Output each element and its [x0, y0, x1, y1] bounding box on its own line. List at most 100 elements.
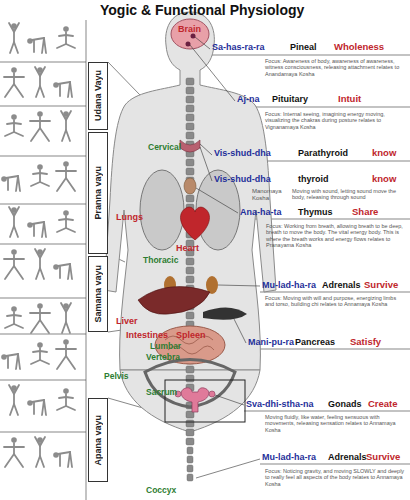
yoga-pose-figure [1, 176, 20, 191]
focus-note: Moving fluidly, like water, feeling sens… [265, 414, 405, 433]
pose-head [37, 111, 43, 117]
pose-limb [57, 406, 75, 410]
quality-word: Survive [364, 280, 398, 291]
leader-line [200, 144, 212, 155]
spine-label: Sacrum [146, 388, 177, 398]
vertebra-segment [186, 258, 194, 265]
gland-name: thyroid [298, 174, 329, 184]
pose-limb [31, 128, 49, 141]
thymus-gland [184, 178, 196, 194]
section-rule [0, 298, 86, 299]
yoga-pose-figure [30, 111, 50, 141]
vayu-name: Samana vayu [93, 265, 103, 323]
pose-limb [10, 42, 18, 53]
yoga-pose-figure [61, 111, 71, 141]
pose-limb [5, 266, 23, 279]
pose-head [37, 342, 43, 348]
pose-limb [9, 23, 19, 32]
pose-head [63, 26, 69, 32]
pose-limb [31, 320, 49, 333]
vayu-name: Udana Vayu [93, 70, 103, 121]
pose-limb [5, 84, 23, 97]
pose-limb [7, 123, 21, 124]
vertebra-segment [186, 132, 194, 139]
vertebra-segment [186, 267, 194, 274]
vertebra-segment [187, 447, 193, 454]
pose-limb [16, 354, 18, 369]
pose-limb [16, 176, 18, 191]
spine-label: Lumbar [150, 342, 181, 352]
vertebra-segment [187, 465, 193, 472]
pineal-gland [191, 34, 196, 39]
pose-limb [39, 309, 41, 320]
yoga-pose-figure [5, 114, 23, 136]
pose-limb [65, 216, 67, 228]
spine-label: Vertebra [146, 353, 180, 363]
yoga-pose-figure [57, 388, 75, 410]
pose-limb [56, 348, 76, 350]
gland-name: Thymus [298, 207, 333, 217]
pose-limb [4, 258, 24, 260]
pose-head [11, 249, 17, 255]
quality-word: know [372, 174, 396, 185]
section-rule [244, 411, 410, 412]
pose-limb [57, 44, 75, 48]
vertebra-segment [186, 114, 194, 121]
quality-word: Create [368, 399, 398, 410]
vertebra-segment [186, 123, 194, 130]
yoga-pose-figure [57, 210, 75, 232]
yoga-pose-figure [61, 303, 71, 333]
quality-word: Share [352, 207, 378, 218]
pose-limb [59, 35, 73, 36]
vayu-name: Apana vayu [93, 415, 103, 466]
leader-line [195, 37, 210, 49]
pose-head [1, 354, 7, 360]
pose-limb [9, 207, 19, 216]
yoga-pose-figure [35, 249, 45, 279]
diagram-title: Yogic & Functional Physiology [100, 2, 304, 18]
pose-head [53, 82, 59, 88]
vertebra-segment [186, 420, 194, 427]
quality-word: Intuit [338, 94, 361, 105]
body-silhouette [120, 370, 260, 432]
focus-note: Focus: Internal seeing, imagining energy… [265, 111, 405, 130]
yoga-pose-figure [1, 354, 20, 369]
section-rule [0, 380, 86, 381]
yoga-pose-figure [56, 339, 76, 369]
leader-line [190, 45, 235, 101]
organ-label: Liver [116, 316, 138, 326]
ovary-organ [209, 391, 215, 397]
pose-limb [33, 40, 35, 52]
pose-limb [42, 400, 44, 415]
pose-limb [59, 397, 73, 398]
section-rule [260, 464, 410, 465]
pose-head [63, 210, 69, 216]
pose-limb [61, 303, 71, 312]
brain-organ [171, 19, 209, 49]
chakra-name: Aj-na [237, 94, 260, 104]
pose-limb [68, 82, 70, 97]
pose-head [53, 452, 59, 458]
leader-line [218, 285, 260, 286]
pose-limb [13, 312, 15, 324]
spine-label: Cervical [148, 143, 181, 153]
pose-head [27, 38, 33, 44]
pose-head [1, 176, 7, 182]
section-rule [0, 334, 86, 335]
pose-limb [10, 226, 18, 237]
gland-name: Parathyroid [298, 148, 348, 158]
section-rule [0, 432, 86, 433]
yoga-pose-figure [35, 67, 45, 97]
pose-head [63, 339, 69, 345]
section-rule [0, 204, 86, 205]
organ-label: Lungs [116, 212, 143, 222]
pose-limb [61, 111, 71, 120]
pose-head [11, 437, 17, 443]
pose-limb [7, 315, 21, 316]
pose-limb [7, 356, 9, 368]
gland-name: Pituitary [272, 94, 308, 104]
pituitary-gland [186, 42, 191, 47]
pose-limb [31, 360, 49, 364]
yoga-pose-figure [53, 82, 72, 97]
pose-head [27, 222, 33, 228]
